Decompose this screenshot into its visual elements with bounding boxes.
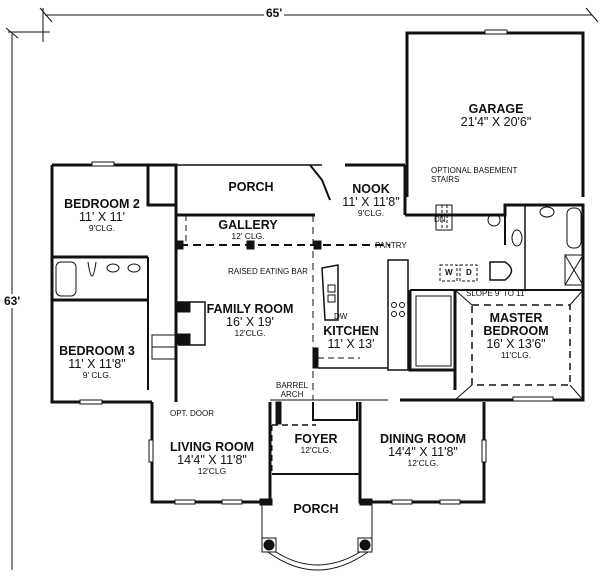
room-kitchen: KITCHEN 11' X 13'	[323, 324, 379, 352]
note-line: STAIRS	[431, 174, 460, 184]
note-line: OPTIONAL BASEMENT	[431, 166, 518, 175]
room-nook: NOOK 11' X 11'8" 9'CLG.	[342, 182, 400, 219]
room-gallery: GALLERY 12' CLG.	[218, 218, 278, 242]
room-size: 11' X 11'8"	[342, 195, 400, 210]
room-ceiling: 12'CLG.	[407, 458, 439, 469]
room-size: 11' X 13'	[327, 337, 375, 352]
room-ceiling: 11'CLG.	[500, 350, 532, 361]
room-size: 16' X 19'	[226, 315, 274, 330]
note-basement-stairs: OPTIONAL BASEMENT STAIRS	[431, 166, 518, 185]
room-name: LIVING ROOM	[169, 440, 255, 454]
room-name: NOOK	[352, 182, 390, 196]
room-bedroom-3: BEDROOM 3 11' X 11'8" 9' CLG.	[59, 344, 135, 381]
room-name-line2: BEDROOM	[483, 324, 549, 339]
room-porch-front: PORCH	[293, 502, 339, 516]
room-name: FOYER	[294, 432, 338, 446]
room-ceiling: 9'CLG.	[88, 223, 116, 234]
room-garage: GARAGE 21'4" X 20'6"	[460, 102, 532, 130]
room-size: 14'4" X 11'8"	[177, 453, 247, 468]
note-barrel-arch: BARREL ARCH	[276, 381, 309, 400]
room-ceiling: 9'CLG.	[357, 208, 385, 219]
overall-depth-label: 63'	[2, 294, 23, 308]
room-ceiling: 12'CLG.	[234, 328, 266, 339]
room-master-bedroom: MASTER BEDROOM 16' X 13'6" 11'CLG.	[483, 311, 549, 361]
room-name: GARAGE	[468, 102, 524, 116]
room-family: FAMILY ROOM 16' X 19' 12'CLG.	[206, 302, 294, 339]
room-name: BEDROOM 3	[59, 344, 135, 358]
room-size: 21'4" X 20'6"	[460, 115, 532, 130]
room-name: KITCHEN	[323, 324, 379, 338]
room-size: 11' X 11'	[78, 210, 126, 225]
room-ceiling: 12'CLG	[197, 466, 227, 477]
room-name: PORCH	[293, 502, 339, 516]
note-slope: SLOPE 9' TO 11'	[466, 289, 526, 298]
room-living: LIVING ROOM 14'4" X 11'8" 12'CLG	[169, 440, 255, 477]
label-dryer: D	[466, 268, 472, 277]
note-raised-eating-bar: RAISED EATING BAR	[228, 267, 308, 276]
note-line: BARREL	[276, 381, 309, 390]
room-name: DINING ROOM	[379, 432, 467, 446]
room-size: 11' X 11'8"	[68, 357, 126, 372]
note-opt-door: OPT. DOOR	[170, 409, 215, 418]
room-ceiling: 12' CLG.	[231, 231, 265, 242]
overall-width-label: 65'	[264, 6, 285, 20]
room-ceiling: 9' CLG.	[82, 370, 112, 381]
room-size: 16' X 13'6"	[486, 337, 546, 352]
room-size: 14'4" X 11'8"	[388, 445, 458, 460]
note-line: ARCH	[280, 389, 304, 399]
label-washer: W	[445, 268, 453, 277]
room-name: GALLERY	[218, 218, 278, 232]
label-dishwasher: DW	[334, 312, 348, 321]
room-foyer: FOYER 12'CLG.	[294, 432, 338, 456]
room-name: BEDROOM 2	[64, 197, 140, 211]
room-ceiling: 12'CLG.	[300, 445, 332, 456]
room-name: PORCH	[228, 180, 274, 194]
note-pantry: PANTRY	[375, 241, 407, 250]
room-bedroom-2: BEDROOM 2 11' X 11' 9'CLG.	[64, 197, 140, 234]
room-dining: DINING ROOM 14'4" X 11'8" 12'CLG.	[379, 432, 467, 469]
room-porch-rear: PORCH	[228, 180, 274, 194]
label-stairs-down: DN	[434, 215, 446, 224]
room-name: FAMILY ROOM	[206, 302, 294, 316]
room-name-line1: MASTER	[489, 311, 543, 325]
